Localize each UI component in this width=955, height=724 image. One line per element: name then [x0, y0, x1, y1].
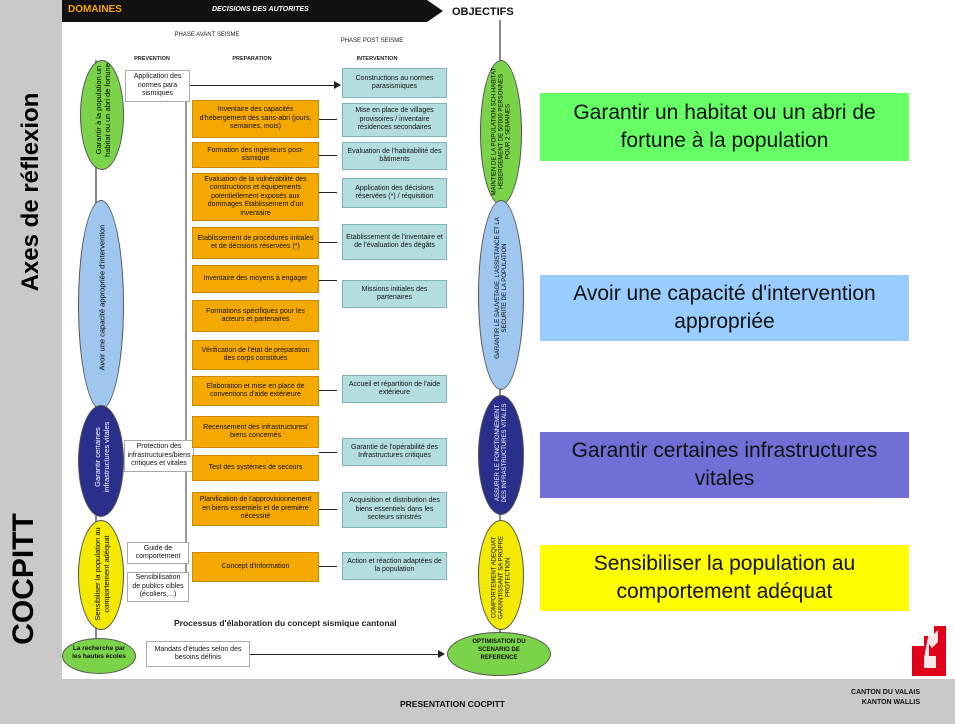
header-band	[62, 0, 427, 22]
phase-post-label: PHASE POST SEISME	[340, 38, 404, 44]
intervention-box: Constructions au normes parasismiques	[342, 68, 447, 98]
intervention-box: Evaluation de l'habitabilité des bâtimen…	[342, 142, 447, 170]
prevention-box: Guide de comportement	[127, 542, 189, 564]
objective-ellipse-habitat: MAINTIEN DE LA POPULATION SCH HABITAT HE…	[480, 60, 522, 205]
intervention-box: Missions initiales des partenaires	[342, 280, 447, 308]
intervention-box: Acquisition et distribution des biens es…	[342, 492, 447, 528]
arrow-line	[319, 155, 337, 156]
arrow-line	[190, 85, 335, 86]
arrow-line	[319, 119, 337, 120]
preparation-box: Formation des ingénieurs post-sismique	[192, 142, 319, 168]
preparation-spine	[185, 100, 187, 580]
objective-infrastructures-box: Garantir certaines infrastructures vital…	[540, 432, 909, 498]
arrow-line	[319, 242, 337, 243]
domain-ellipse-infrastructures: Garantir certaines infrastructures vital…	[78, 405, 124, 517]
footer-title: PRESENTATION COCPITT	[400, 699, 505, 709]
preparation-box: Test des systèmes de secours	[192, 455, 319, 481]
preparation-box: Etablissement de procédures initiales et…	[192, 227, 319, 259]
domain-ellipse-intervention: Avoir une capacité appropriée d'interven…	[78, 200, 124, 410]
arrow-line	[319, 452, 337, 453]
optimisation-ellipse	[447, 632, 551, 676]
footer-canton-line2: KANTON WALLIS	[861, 699, 920, 706]
bottom-arrow-head	[438, 650, 445, 658]
intervention-box: Action et réaction adaptées de la popula…	[342, 552, 447, 580]
arrow-line	[319, 192, 337, 193]
sidebar-top-label: Axes de réflexion	[17, 92, 44, 292]
intervention-box: Etablissement de l'inventaire et de l'év…	[342, 224, 447, 260]
mandats-box: Mandats d'études selon des besoins défin…	[146, 641, 250, 667]
objective-intervention-box: Avoir une capacité d'intervention approp…	[540, 275, 909, 341]
prevention-box: Protection des infrastructures/biens cri…	[124, 440, 194, 472]
research-label: La recherche par les hautes écoles	[72, 645, 126, 660]
sidebar-bottom-label: COCPITT	[7, 513, 40, 645]
preparation-box: Elaboration et mise en place de conventi…	[192, 376, 319, 406]
intervention-box: Mise en place de villages provisoires / …	[342, 103, 447, 137]
objective-ellipse-comportement: COMPORTEMENT ADEQUAT GARANTISSANT SA PRO…	[478, 520, 524, 630]
domain-ellipse-habitat: Garantir à la population un habitat ou u…	[80, 60, 124, 170]
phase-avant-label: PHASE AVANT SEISME	[174, 32, 240, 38]
arrow-line	[319, 280, 337, 281]
preparation-box: Formations spécifiques pour les acteurs …	[192, 300, 319, 332]
preparation-box: Recensement des infrastructures/ biens c…	[192, 416, 319, 448]
intervention-box: Application des décisions réservées (*) …	[342, 178, 447, 208]
objective-habitat-box: Garantir un habitat ou un abri de fortun…	[540, 93, 909, 161]
process-caption: Processus d'élaboration du concept sismi…	[174, 618, 397, 628]
arrow-line	[319, 566, 337, 567]
preparation-box: Inventaire des capacités d'hébergement d…	[192, 100, 319, 138]
domaines-label: DOMAINES	[68, 4, 122, 15]
bottom-arrow-line	[250, 654, 440, 655]
optimisation-label: OPTIMISATION DU SCENARIO DE REFERENCE	[472, 639, 526, 661]
objective-sensibiliser-box: Sensibiliser la population au comporteme…	[540, 545, 909, 611]
left-sidebar: Axes de réflexion COCPITT	[0, 0, 62, 679]
canton-logo-icon	[912, 626, 946, 681]
intervention-label: INTERVENTION	[356, 56, 398, 62]
arrow-line	[319, 390, 337, 391]
prevention-label: PREVENTION	[134, 56, 170, 62]
objective-ellipse-sauvetage: GARANTIR LE SAUVETAGE, L'ASSISTANCE ET L…	[478, 200, 524, 390]
preparation-box: Inventaire des moyens à engager	[192, 265, 319, 293]
intervention-box: Accueil et répartition de l'aide extérie…	[342, 375, 447, 403]
preparation-box: Planification de l'approvisionnement en …	[192, 492, 319, 526]
preparation-label: PREPARATION	[232, 56, 272, 62]
decisions-label: DECISIONS DES AUTORITES	[212, 6, 309, 13]
header-arrow-head	[427, 0, 443, 22]
preparation-box: Concept d'information	[192, 552, 319, 582]
footer: PRESENTATION COCPITT CANTON DU VALAIS KA…	[0, 679, 955, 724]
domain-ellipse-sensibiliser: Sensibiliser la population au comporteme…	[78, 520, 124, 630]
preparation-box: Evaluation de la vulnérabilité des const…	[192, 173, 319, 221]
footer-canton-line1: CANTON DU VALAIS	[851, 689, 920, 696]
objective-ellipse-infrastructures: ASSURER LE FONCTIONNEMENT DES INFRASTRUC…	[478, 395, 524, 515]
prevention-box: Application des normes para sismiques	[125, 70, 190, 102]
research-ellipse	[62, 638, 136, 674]
preparation-box: Vérification de l'état de préparation de…	[192, 340, 319, 370]
arrow-head	[334, 81, 341, 89]
arrow-line	[319, 509, 337, 510]
slide-content: DOMAINES DECISIONS DES AUTORITES OBJECTI…	[62, 0, 955, 679]
prevention-box: Sensibilisation de publics cibles (écoli…	[127, 572, 189, 602]
intervention-box: Garantie de l'opérabilité des Infrastruc…	[342, 438, 447, 466]
objectifs-label: OBJECTIFS	[452, 6, 514, 18]
